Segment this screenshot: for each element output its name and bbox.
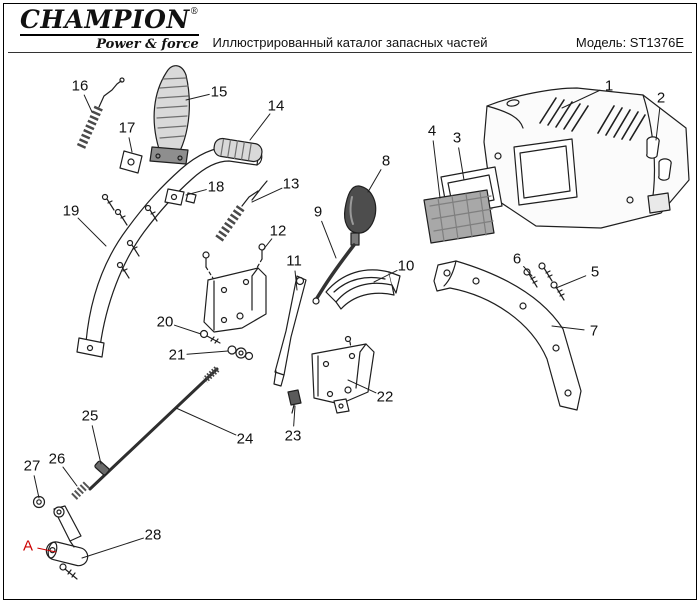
- part-8-shift-knob: [343, 185, 377, 246]
- part-26-pin: [71, 480, 91, 500]
- leader-line-26: [62, 466, 78, 487]
- callout-19: 19: [62, 202, 80, 220]
- part-24-control-rod: [88, 366, 220, 491]
- callout-20: 20: [156, 313, 174, 331]
- page-title: Иллюстрированный каталог запасных частей: [212, 35, 488, 50]
- part-13-spring: [215, 180, 268, 242]
- callout-25: 25: [81, 407, 99, 425]
- callout-13: 13: [282, 175, 300, 193]
- callout-8: 8: [381, 152, 391, 170]
- callout-9: 9: [313, 203, 323, 221]
- leader-line-11: [294, 270, 298, 291]
- leader-line-13: [251, 187, 283, 203]
- callout-27: 27: [23, 457, 41, 475]
- leader-line-9: [321, 220, 337, 259]
- leader-line-12: [262, 238, 273, 251]
- callout-18: 18: [207, 178, 225, 196]
- champion-logo: CHAMPION® Power & force: [20, 7, 199, 52]
- leader-line-15: [185, 93, 210, 101]
- callout-6: 6: [512, 250, 522, 268]
- leader-line-1: [561, 89, 601, 109]
- part-11-lever: [273, 275, 307, 387]
- leader-line-14: [249, 113, 271, 141]
- model-label: Модель: ST1376E: [575, 35, 684, 50]
- leader-line-28: [81, 537, 144, 559]
- brand-tagline: Power & force: [96, 37, 199, 52]
- callout-3: 3: [452, 129, 462, 147]
- callout-26: 26: [48, 450, 66, 468]
- callout-7: 7: [589, 322, 599, 340]
- part-1-console-housing: [483, 87, 690, 229]
- callout-2: 2: [656, 89, 666, 107]
- callout-28: 28: [144, 526, 162, 544]
- part-17-bracket: [119, 150, 143, 174]
- leader-line-10: [373, 269, 398, 283]
- leader-line-19: [77, 217, 107, 247]
- leader-line-8: [367, 169, 382, 193]
- leader-line-6: [523, 265, 533, 277]
- leader-line-27: [33, 475, 40, 499]
- callout-24: 24: [236, 430, 254, 448]
- leader-line-17: [128, 137, 133, 153]
- part-23-spacer: [287, 389, 302, 414]
- part-25-bushing: [94, 460, 110, 476]
- leader-line-16: [83, 94, 93, 113]
- leader-line-4: [432, 140, 441, 199]
- callout-21: 21: [168, 346, 186, 364]
- leader-line-24: [175, 407, 237, 436]
- part-5-6-bolts: [523, 262, 565, 301]
- part-a-crank-assembly: [45, 505, 89, 567]
- callout-5: 5: [590, 263, 600, 281]
- leader-line-A: [37, 547, 57, 553]
- leader-line-3: [458, 147, 465, 181]
- header-divider: [8, 52, 692, 53]
- leader-line-20: [173, 324, 202, 335]
- leader-lines: [33, 89, 661, 559]
- callout-14: 14: [267, 97, 285, 115]
- part-14-grip-horizontal: [213, 137, 263, 163]
- brand-row: CHAMPION®: [20, 7, 199, 36]
- leader-line-7: [551, 325, 585, 331]
- part-21-washers: [227, 345, 254, 361]
- part-15-grip-vertical: [149, 65, 190, 165]
- part-7-support-bracket: [433, 260, 582, 411]
- leader-line-5: [555, 275, 587, 289]
- registered-mark: ®: [189, 7, 199, 17]
- callout-11: 11: [286, 252, 302, 270]
- leader-line-18: [185, 189, 207, 196]
- brand-name: CHAMPION: [20, 5, 190, 34]
- callout-4: 4: [427, 122, 437, 140]
- part-4-pad: [423, 189, 495, 244]
- leader-line-22: [347, 379, 377, 394]
- part-12-mount-plate: [202, 243, 267, 333]
- part-28-bolt: [59, 563, 78, 580]
- callout-16: 16: [71, 77, 89, 95]
- leader-line-23: [293, 405, 296, 427]
- part-16-spring: [76, 77, 125, 149]
- callout-23: 23: [284, 427, 302, 445]
- leader-line-25: [91, 425, 102, 465]
- callout-15: 15: [210, 83, 228, 101]
- part-10-guide-bracket: [325, 269, 401, 310]
- leader-line-21: [186, 350, 229, 355]
- part-2-cap-nuts: [646, 136, 672, 181]
- callout-1: 1: [604, 77, 614, 95]
- callout-10: 10: [397, 257, 415, 275]
- callout-17: 17: [118, 119, 136, 137]
- part-22-bracket-plate: [311, 335, 375, 414]
- callout-A: A: [22, 537, 34, 555]
- leader-line-2: [655, 107, 661, 141]
- part-18-clamp: [164, 188, 197, 206]
- callout-12: 12: [269, 222, 287, 240]
- hardware-screws: [101, 193, 158, 279]
- part-9-shift-rod: [312, 243, 356, 305]
- callout-22: 22: [376, 388, 394, 406]
